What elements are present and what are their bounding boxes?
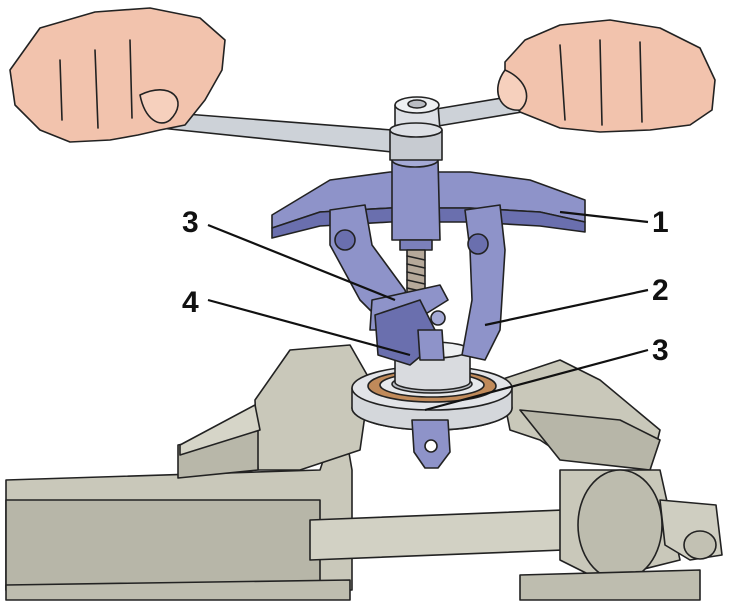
- right-hand: [496, 19, 716, 133]
- wrench: [159, 94, 523, 161]
- callout-4: 4: [182, 286, 411, 357]
- callout-3-upper: 3: [182, 206, 396, 302]
- left-hand: [9, 7, 226, 143]
- bearing: [351, 341, 513, 469]
- bench-vise: [5, 344, 723, 601]
- callout-1: 1: [559, 206, 669, 239]
- callout-label-3-upper: 3: [182, 206, 199, 239]
- callout-label-4: 4: [182, 286, 199, 319]
- bearing-puller: [271, 152, 586, 366]
- callout-3-lower: 3: [424, 334, 669, 412]
- puller-screw: [406, 249, 426, 301]
- callout-2: 2: [484, 274, 669, 327]
- callout-label-3-lower: 3: [652, 334, 669, 367]
- callout-label-1: 1: [652, 206, 669, 239]
- callout-label-2: 2: [652, 274, 669, 307]
